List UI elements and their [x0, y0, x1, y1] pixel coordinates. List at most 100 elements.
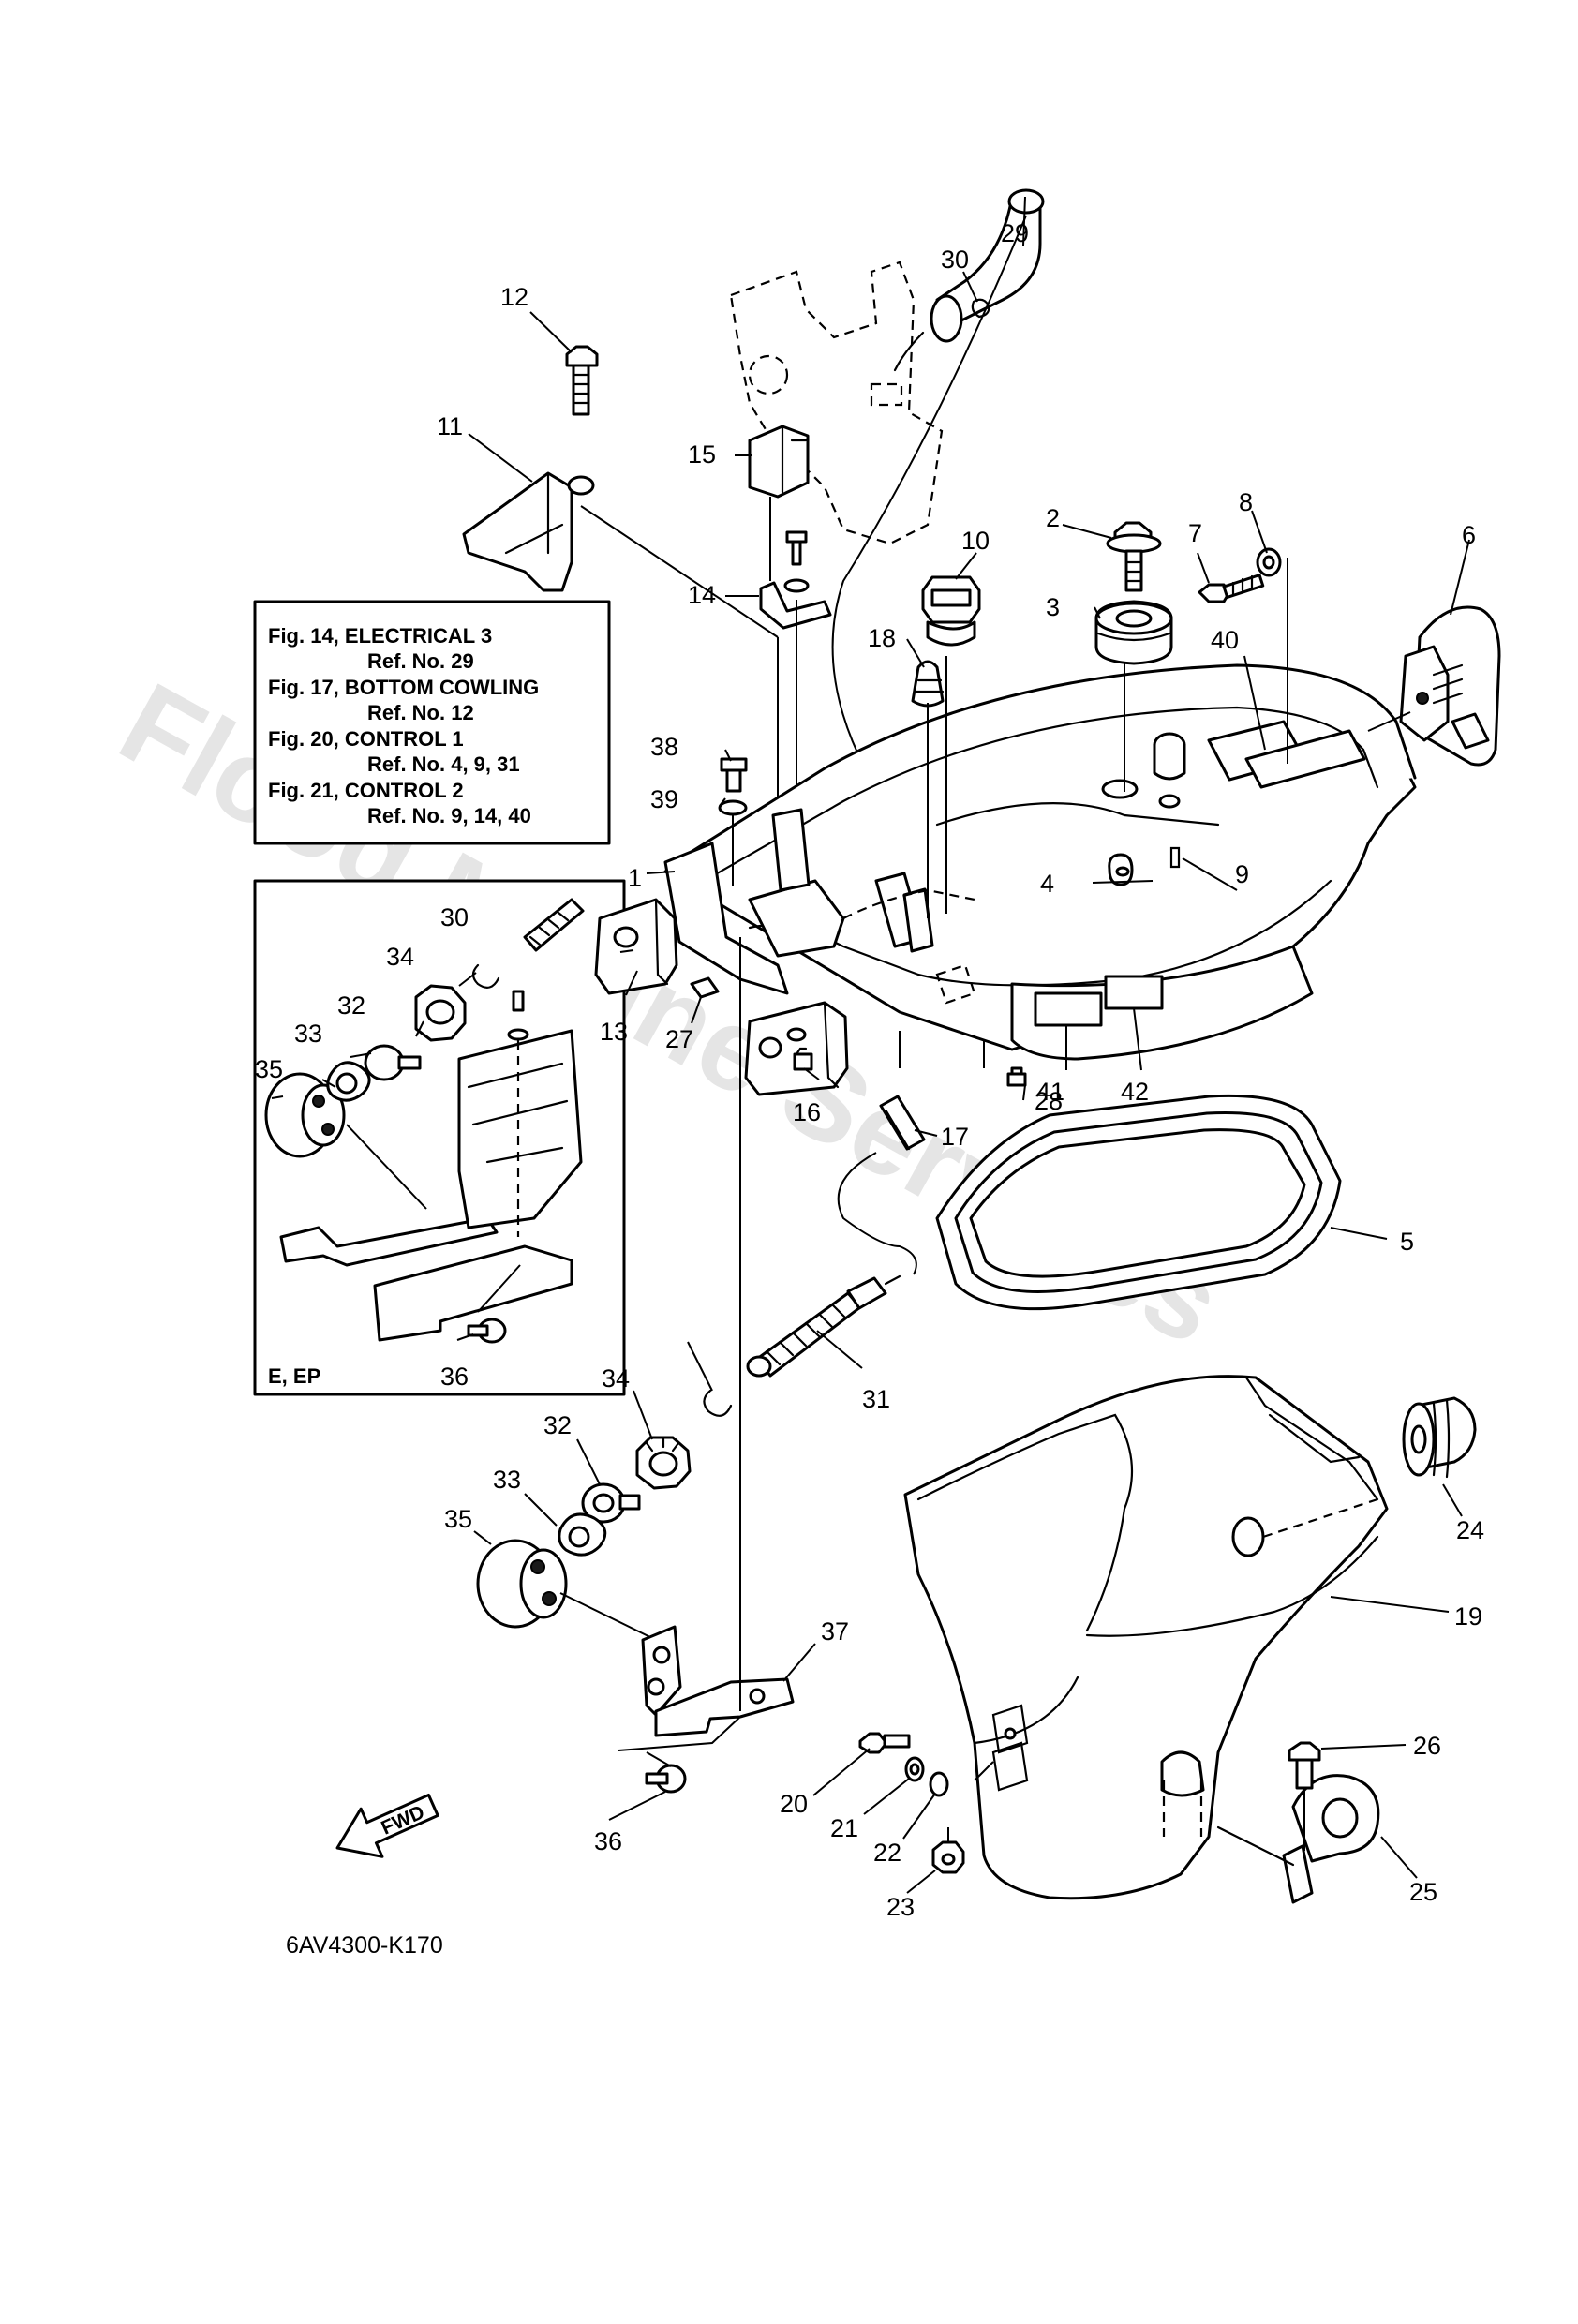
callout-labels: 1 2 3 4 5 6 7 8 9 10 11 12 13 14 15 16 1…	[437, 219, 1484, 1921]
callout-40: 40	[1211, 626, 1239, 654]
callout-15: 15	[688, 440, 716, 469]
callout-2: 2	[1046, 504, 1060, 532]
screw-20-icon	[858, 1732, 888, 1754]
callout-24: 24	[1456, 1516, 1484, 1544]
bottom-cowling-body	[663, 663, 1417, 1061]
callout-8: 8	[1239, 488, 1253, 516]
reference-note-box: Fig. 14, ELECTRICAL 3 Ref. No. 29 Fig. 1…	[253, 600, 611, 845]
callout-4: 4	[1040, 870, 1054, 898]
callout-22: 22	[873, 1839, 901, 1867]
washer-22-icon	[929, 1771, 949, 1797]
callout-34: 34	[602, 1364, 630, 1393]
note-ref-14: Ref. No. 29	[367, 649, 474, 673]
note-fig-17: Fig. 17, BOTTOM COWLING	[268, 676, 539, 699]
screw-28-icon	[1006, 1066, 1027, 1087]
callout-5: 5	[1400, 1228, 1414, 1256]
bracket-11	[462, 471, 573, 592]
callout-32: 32	[543, 1411, 572, 1439]
inset-callout-34: 34	[386, 943, 414, 971]
callout-10: 10	[961, 527, 990, 555]
callout-42: 42	[1121, 1078, 1149, 1106]
cable-31	[746, 1274, 901, 1378]
note-fig-20: Fig. 20, CONTROL 1	[268, 727, 464, 751]
callout-41: 41	[1036, 1078, 1064, 1106]
note-ref-17: Ref. No. 12	[367, 701, 474, 724]
grommet-24-icon	[1402, 1396, 1477, 1479]
callout-29: 29	[1001, 219, 1029, 247]
callout-21: 21	[830, 1814, 858, 1842]
inset-pivot-housing	[457, 1029, 583, 1229]
callout-25: 25	[1409, 1878, 1437, 1906]
inset-callout-36: 36	[440, 1363, 469, 1391]
inset-frame: E, EP	[253, 879, 626, 1396]
callout-7: 7	[1188, 519, 1202, 547]
inset-callout-32: 32	[337, 991, 365, 1020]
latch-6	[1399, 605, 1501, 767]
decal-41	[1034, 991, 1103, 1027]
holder-14-icon	[759, 581, 832, 630]
note-fig-14: Fig. 14, ELECTRICAL 3	[268, 624, 492, 648]
clip-30-icon	[971, 298, 990, 319]
callout-39: 39	[650, 785, 678, 813]
inset-label: E, EP	[268, 1364, 320, 1388]
tab-17-icon	[879, 1095, 926, 1151]
fwd-arrow: FWD	[335, 1793, 439, 1858]
lower-case-19	[903, 1375, 1389, 1900]
clamp-15-icon	[748, 425, 810, 499]
callout-16: 16	[793, 1098, 821, 1126]
callout-38: 38	[650, 733, 678, 761]
callout-20: 20	[780, 1790, 808, 1818]
gasket-5	[935, 1094, 1342, 1311]
callout-9: 9	[1235, 860, 1249, 888]
clamp-25-icon	[1216, 1774, 1380, 1904]
inset-clip-icon	[471, 963, 500, 989]
callout-30: 30	[941, 246, 969, 274]
callout-1: 1	[628, 864, 642, 892]
callout-13: 13	[600, 1018, 628, 1046]
note-frame	[253, 600, 611, 845]
screw-38-icon	[720, 757, 748, 772]
switch-panel-16-icon	[744, 1001, 849, 1096]
callout-35: 35	[444, 1505, 472, 1533]
bolt-12-icon	[565, 345, 599, 367]
inset-callout-33: 33	[294, 1020, 322, 1048]
callout-18: 18	[868, 624, 896, 652]
inset-callout-30: 30	[440, 903, 469, 931]
callout-33: 33	[493, 1466, 521, 1494]
inset-callout-labels: 30 34 32 33 35 36	[255, 903, 469, 1391]
decal-42	[1104, 975, 1164, 1010]
grommet-18-icon	[911, 660, 945, 708]
callout-3: 3	[1046, 593, 1060, 621]
clip-27-icon	[690, 976, 720, 999]
callout-27: 27	[665, 1025, 693, 1053]
callout-17: 17	[941, 1123, 969, 1151]
inset-shift-rod	[279, 1216, 499, 1267]
screw-near-15	[785, 530, 808, 566]
callout-14: 14	[688, 581, 716, 609]
callout-36: 36	[594, 1827, 622, 1855]
leader-lines	[271, 196, 1470, 1894]
inset-callout-35: 35	[255, 1055, 283, 1083]
bracket-37-icon	[641, 1625, 682, 1717]
callout-6: 6	[1462, 521, 1476, 549]
callout-28: 28	[1035, 1087, 1063, 1115]
inset-bracket-37	[373, 1244, 573, 1342]
washer-39-icon	[718, 799, 748, 816]
callout-23: 23	[886, 1893, 915, 1921]
clip-30-main-icon	[703, 1389, 733, 1417]
drawing-code: 6AV4300-K170	[286, 1932, 443, 1959]
callout-31: 31	[862, 1385, 890, 1413]
callout-19: 19	[1454, 1602, 1482, 1631]
callout-37: 37	[821, 1617, 849, 1646]
callout-11: 11	[437, 412, 463, 440]
callout-26: 26	[1413, 1732, 1441, 1760]
grommet-35-icon	[476, 1539, 568, 1629]
note-fig-21: Fig. 21, CONTROL 2	[268, 779, 464, 802]
engine-bracket-outline	[729, 261, 944, 545]
note-ref-20: Ref. No. 4, 9, 31	[367, 752, 520, 776]
callout-12: 12	[500, 283, 528, 311]
inset-bolt-icon	[364, 1044, 405, 1081]
note-ref-21: Ref. No. 9, 14, 40	[367, 804, 531, 827]
